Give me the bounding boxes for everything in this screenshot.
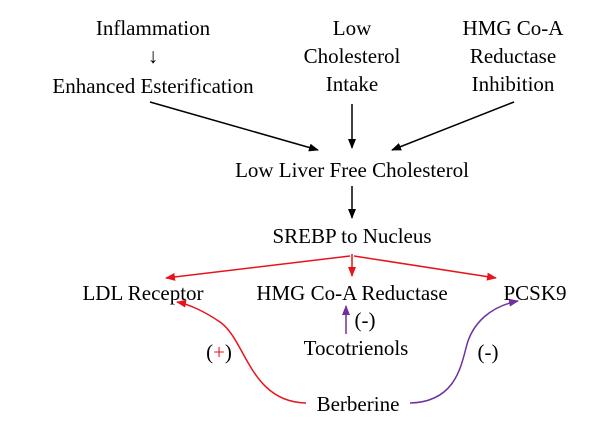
label-berberine-ldl-effect: (+) — [206, 340, 232, 364]
arrow-srebp-to-ldl — [165, 255, 351, 281]
plus-sign: + — [213, 340, 225, 364]
node-hmg-inhibition: HMG Co-A Reductase Inhibition — [462, 16, 564, 96]
node-pcsk9: PCSK9 — [503, 281, 567, 305]
node-enhanced-esterification: Enhanced Esterification — [52, 74, 254, 98]
label-tocotrienol-effect: (-) — [354, 308, 376, 332]
arrow-berberine-to-ldl — [176, 299, 307, 404]
node-tocotrienols: Tocotrienols — [303, 336, 409, 360]
arrow-srebp-to-pcsk9 — [353, 255, 497, 281]
arrow-berberine-to-pcsk9 — [409, 298, 519, 404]
node-low-cholesterol-intake: Low Cholesterol Intake — [303, 16, 401, 96]
arrow-esterification-to-liver — [149, 101, 319, 152]
node-inflammation: Inflammation — [95, 16, 211, 40]
node-hmg-reductase: HMG Co-A Reductase — [256, 281, 448, 305]
node-berberine: Berberine — [316, 392, 400, 416]
label-berberine-pcsk9-effect: (-) — [477, 340, 499, 364]
node-low-liver-free-cholesterol: Low Liver Free Cholesterol — [235, 158, 469, 182]
node-srebp-to-nucleus: SREBP to Nucleus — [272, 224, 432, 248]
node-ldl-receptor: LDL Receptor — [82, 281, 204, 305]
arrow-inhibition-to-liver — [391, 101, 515, 151]
down-arrow-glyph: ↓ — [147, 44, 159, 68]
